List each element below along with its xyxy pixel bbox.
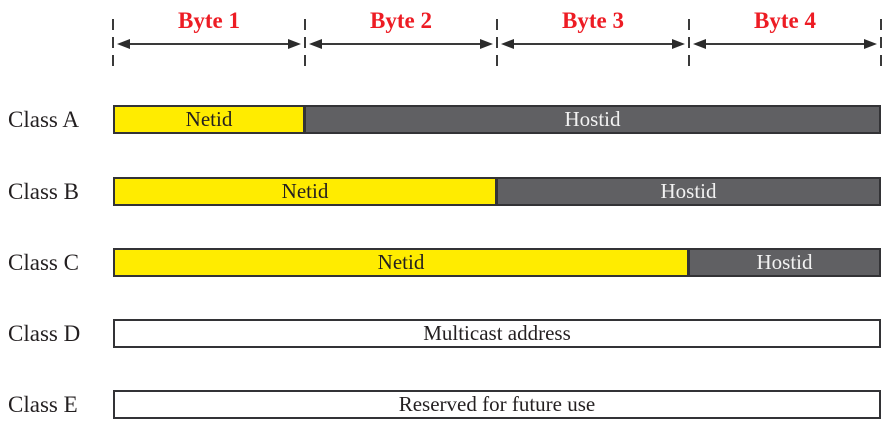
class-a-hostid-segment: Hostid xyxy=(305,105,881,134)
class-d-multicast-segment: Multicast address xyxy=(113,319,881,348)
class-c-bar: Netid Hostid xyxy=(113,248,881,277)
byte-1-segment: Byte 1 xyxy=(113,6,305,74)
byte-3-span-arrow xyxy=(501,39,685,49)
class-b-hostid-text: Hostid xyxy=(660,179,717,203)
class-e-row: Class E Reserved for future use xyxy=(0,390,896,419)
class-c-hostid-segment: Hostid xyxy=(689,248,881,277)
class-b-hostid-segment: Hostid xyxy=(497,177,881,206)
class-c-row: Class C Netid Hostid xyxy=(0,248,896,277)
byte-2-label: Byte 2 xyxy=(370,8,432,33)
byte-boundary-tick-2 xyxy=(496,19,498,69)
byte-2-span-arrow xyxy=(309,39,493,49)
class-e-label: Class E xyxy=(8,392,78,417)
class-a-netid-segment: Netid xyxy=(113,105,305,134)
class-d-multicast-text: Multicast address xyxy=(423,321,571,345)
class-b-netid-text: Netid xyxy=(281,179,329,203)
class-e-bar: Reserved for future use xyxy=(113,390,881,419)
class-a-bar: Netid Hostid xyxy=(113,105,881,134)
byte-labels-row: Byte 1 Byte 2 Byte 3 Byte 4 xyxy=(113,6,881,74)
class-d-row: Class D Multicast address xyxy=(0,319,896,348)
byte-4-segment: Byte 4 xyxy=(689,6,881,74)
class-c-hostid-text: Hostid xyxy=(756,250,813,274)
class-b-netid-segment: Netid xyxy=(113,177,497,206)
class-a-hostid-text: Hostid xyxy=(564,107,621,131)
byte-ruler: Byte 1 Byte 2 Byte 3 Byte 4 xyxy=(112,6,882,74)
byte-3-label: Byte 3 xyxy=(562,8,624,33)
class-a-netid-text: Netid xyxy=(185,107,233,131)
byte-boundary-tick-1 xyxy=(304,19,306,69)
byte-1-span-arrow xyxy=(117,39,301,49)
class-c-label: Class C xyxy=(8,250,79,275)
byte-boundary-tick-4 xyxy=(880,19,882,69)
class-c-netid-segment: Netid xyxy=(113,248,689,277)
class-c-netid-text: Netid xyxy=(377,250,425,274)
class-b-row: Class B Netid Hostid xyxy=(0,177,896,206)
byte-2-segment: Byte 2 xyxy=(305,6,497,74)
class-e-reserved-segment: Reserved for future use xyxy=(113,390,881,419)
class-a-label: Class A xyxy=(8,107,79,132)
class-a-row: Class A Netid Hostid xyxy=(0,105,896,134)
byte-4-span-arrow xyxy=(693,39,877,49)
class-b-bar: Netid Hostid xyxy=(113,177,881,206)
class-e-reserved-text: Reserved for future use xyxy=(398,392,596,416)
class-d-bar: Multicast address xyxy=(113,319,881,348)
class-d-label: Class D xyxy=(8,321,81,346)
class-b-label: Class B xyxy=(8,179,79,204)
byte-boundary-tick-0 xyxy=(112,19,114,69)
byte-4-label: Byte 4 xyxy=(754,8,816,33)
byte-boundary-tick-3 xyxy=(688,19,690,69)
byte-3-segment: Byte 3 xyxy=(497,6,689,74)
byte-1-label: Byte 1 xyxy=(178,8,240,33)
